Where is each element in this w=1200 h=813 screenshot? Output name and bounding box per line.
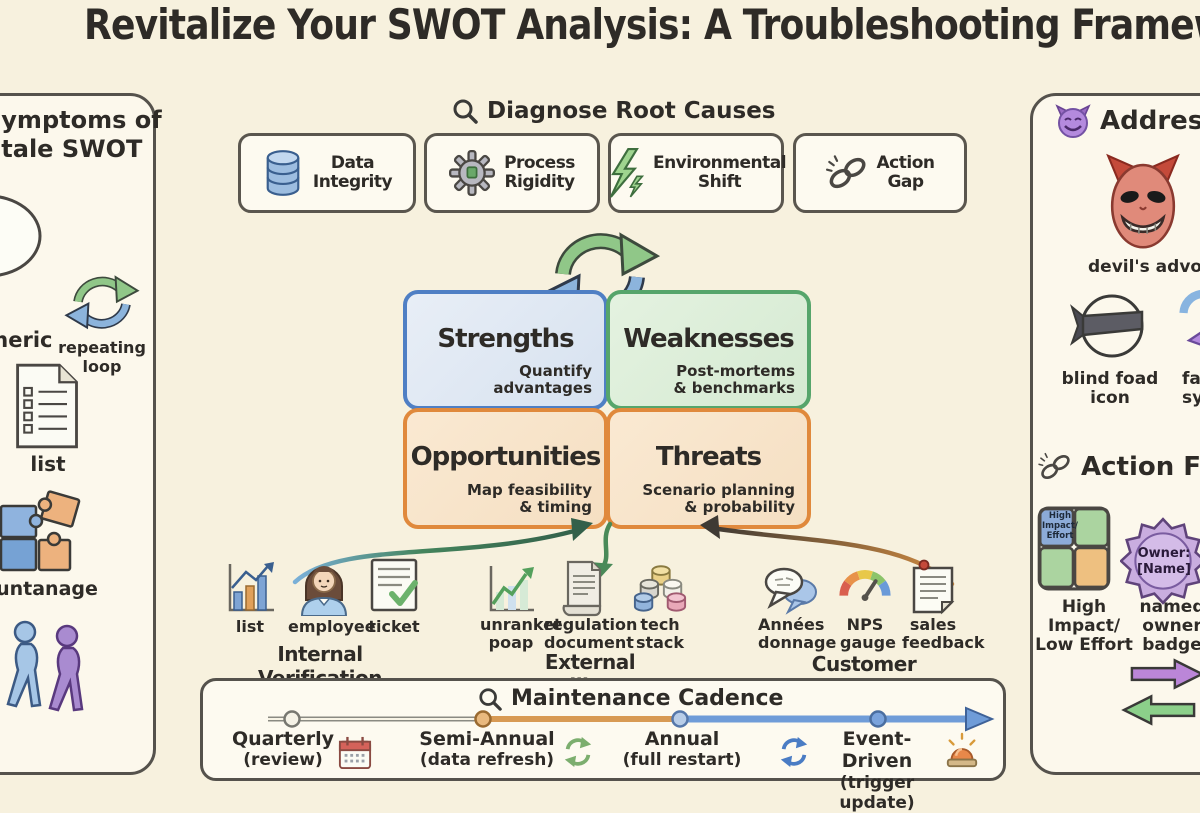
magnifier-icon — [452, 98, 478, 124]
bar-chart-icon — [222, 560, 278, 616]
diagnose-box-environmental-shift: Environmental Shift — [606, 133, 787, 213]
refresh-icon-green — [562, 736, 594, 768]
diagnose-box-label: Action Gap — [876, 152, 935, 192]
puzzle-pieces-icon — [0, 488, 94, 574]
database-icon — [262, 149, 304, 197]
facilitator-symbol-icon — [1178, 282, 1200, 366]
page-title: Revitalize Your SWOT Analysis: A Trouble… — [84, 0, 1200, 49]
bias-title: Address B — [1100, 106, 1200, 136]
source-item-label: list — [235, 617, 265, 636]
diagnose-box-data-integrity: Data Integrity — [238, 133, 416, 213]
diagnose-box-label: Environmental Shift — [652, 152, 787, 192]
owner-badge-label: named owner badge — [1139, 597, 1200, 656]
source-item-label: ticket — [368, 617, 420, 636]
milestone-annual: Annual (full restart) — [622, 728, 742, 771]
impact-effort-grid-icon — [1036, 505, 1112, 593]
threats-subtitle: Scenario planning & probability — [642, 480, 795, 516]
speech-bubbles-icon — [762, 564, 820, 616]
bias-header: Address B — [1055, 104, 1200, 138]
list-label: list — [30, 452, 66, 476]
diagnose-box-label: Data Integrity — [312, 152, 393, 192]
repeating-loop-label: repeating loop — [58, 338, 146, 376]
source-item-label: NPS gauge — [840, 615, 896, 652]
tech-stack-icon — [632, 562, 688, 614]
devils-advocate-label: devil's advocat — [1088, 257, 1200, 277]
source-item-label: sales feedback — [902, 615, 985, 652]
source-item-label: unranket poap — [480, 615, 562, 652]
opportunities-subtitle: Map feasibility & timing — [466, 480, 592, 516]
source-item-label: Années donnage — [758, 615, 837, 652]
chain-icon — [1038, 452, 1072, 482]
checklist-document-icon — [10, 362, 86, 450]
milestone-quarterly: Quarterly (review) — [231, 728, 335, 771]
blindfold-icon — [1070, 286, 1150, 366]
blindfold-label: blind foad icon — [1061, 369, 1159, 409]
puzzle-label: untanage — [0, 578, 98, 600]
impact-effort-label: High Impact/ Low Effort — [1035, 597, 1133, 656]
generic-label: generic — [0, 328, 53, 352]
diagnose-box-label: Process Rigidity — [504, 152, 575, 192]
speech-bubble-icon — [0, 190, 58, 300]
refresh-icon-blue — [778, 736, 810, 768]
strengths-subtitle: Quantify advantages — [493, 361, 592, 397]
milestone-event-driven: Event-Driven (trigger update) — [839, 728, 915, 813]
diagnose-header: Diagnose Root Causes — [452, 98, 776, 124]
ticket-icon — [368, 558, 420, 614]
milestone-semi-annual: Semi-Annual (data refresh) — [419, 728, 555, 771]
trend-chart-icon — [484, 562, 538, 616]
swot-opportunities-box: Opportunities Map feasibility & timing — [403, 408, 608, 529]
walking-figures-icon — [0, 618, 104, 742]
broken-chain-icon — [825, 154, 868, 192]
employee-icon — [296, 556, 352, 616]
symptoms-panel-title: Symptoms of Stale SWOT — [0, 106, 162, 163]
grid-cell-text: High Impact/ Effort — [1041, 511, 1079, 541]
siren-icon — [944, 732, 980, 770]
devils-advocate-mask-icon — [1106, 148, 1180, 254]
weaknesses-subtitle: Post-mortems & benchmarks — [673, 361, 795, 397]
strengths-title: Strengths — [437, 324, 574, 354]
source-item-label: regulation document — [544, 615, 638, 652]
cadence-timeline — [268, 706, 995, 732]
calendar-icon — [338, 733, 372, 773]
magnifier-icon — [478, 687, 502, 711]
diagnose-box-process-rigidity: Process Rigidity — [424, 133, 600, 213]
regulation-document-icon — [558, 560, 610, 618]
threats-title: Threats — [655, 442, 762, 472]
sales-feedback-note-icon — [908, 558, 958, 616]
arrow-right-purple-icon — [1128, 658, 1200, 690]
source-item-label: employee — [288, 617, 376, 636]
source-item-label: tech stack — [635, 615, 685, 652]
diagnose-title: Diagnose Root Causes — [487, 98, 776, 124]
devil-emoji-icon — [1055, 104, 1091, 138]
repeating-loop-icon — [58, 268, 146, 336]
arrow-left-green-icon — [1120, 694, 1198, 726]
cadence-title: Maintenance Cadence — [511, 686, 784, 711]
owner-badge-text: Owner: [Name] — [1137, 546, 1191, 577]
action-framework-header: Action Fram — [1038, 452, 1200, 482]
cadence-header: Maintenance Cadence — [478, 686, 783, 711]
maintenance-cadence-panel — [200, 678, 1006, 781]
weaknesses-title: Weaknesses — [623, 324, 794, 354]
lightning-icon — [606, 148, 644, 198]
swot-strengths-box: Strengths Quantify advantages — [403, 290, 608, 410]
swot-threats-box: Threats Scenario planning & probability — [606, 408, 811, 529]
gear-icon — [449, 150, 496, 196]
diagnose-box-action-gap: Action Gap — [793, 133, 967, 213]
owner-badge-icon — [1120, 516, 1200, 606]
action-framework-title: Action Fram — [1081, 452, 1200, 482]
opportunities-title: Opportunities — [410, 442, 602, 472]
facilitator-label: fac sy — [1182, 369, 1200, 409]
nps-gauge-icon — [836, 566, 894, 606]
swot-weaknesses-box: Weaknesses Post-mortems & benchmarks — [606, 290, 811, 410]
